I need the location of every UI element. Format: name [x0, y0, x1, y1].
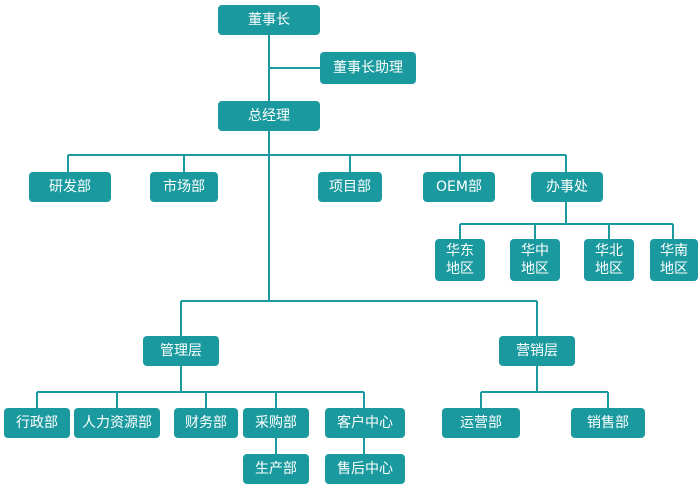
node-central-china: 华中 地区	[510, 239, 560, 281]
node-marketing: 市场部	[150, 172, 218, 202]
node-chairman-assistant: 董事长助理	[320, 52, 416, 84]
node-projects: 项目部	[318, 172, 382, 202]
node-oem: OEM部	[423, 172, 495, 202]
node-north-china: 华北 地区	[584, 239, 634, 281]
node-chairman: 董事长	[218, 5, 320, 35]
node-sales: 销售部	[571, 408, 645, 438]
node-finance: 财务部	[174, 408, 238, 438]
node-production: 生产部	[243, 454, 309, 484]
node-hr: 人力资源部	[74, 408, 160, 438]
node-purchasing: 采购部	[243, 408, 309, 438]
node-south-china: 华南 地区	[650, 239, 698, 281]
node-rnd: 研发部	[29, 172, 111, 202]
node-management: 管理层	[143, 336, 219, 366]
node-general-manager: 总经理	[218, 101, 320, 131]
node-admin: 行政部	[4, 408, 70, 438]
node-east-china: 华东 地区	[435, 239, 485, 281]
node-customer-center: 客户中心	[325, 408, 405, 438]
node-sales-layer: 营销层	[499, 336, 575, 366]
node-after-sales: 售后中心	[325, 454, 405, 484]
node-office: 办事处	[531, 172, 603, 202]
node-operations: 运营部	[442, 408, 520, 438]
